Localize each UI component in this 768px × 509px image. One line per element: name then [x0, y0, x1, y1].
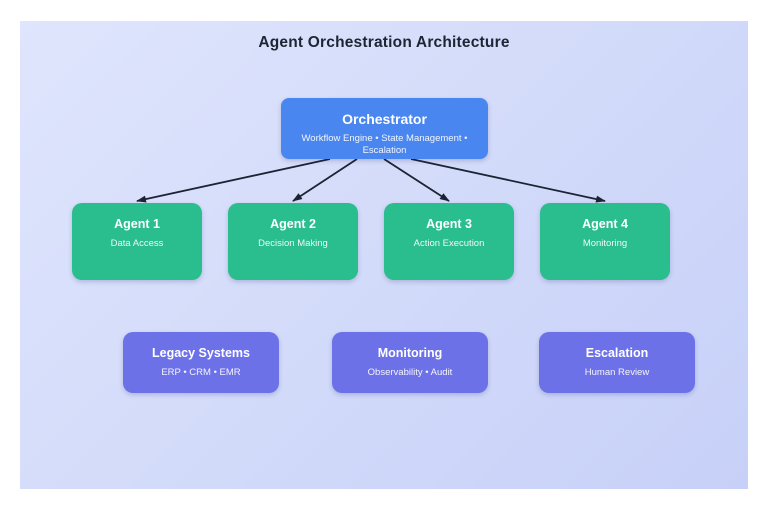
agent-3-subtitle: Action Execution: [413, 238, 485, 249]
agent-2-title: Agent 2: [270, 217, 316, 231]
system-node-monitoring: Monitoring Observability • Audit: [332, 332, 488, 393]
orchestrator-subtitle: Workflow Engine • State Management • Esc…: [301, 133, 468, 156]
agent-4-title: Agent 4: [582, 217, 628, 231]
monitoring-title: Monitoring: [377, 346, 443, 360]
agent-1-subtitle: Data Access: [110, 238, 164, 249]
orchestrator-node: Orchestrator Workflow Engine • State Man…: [281, 98, 488, 159]
agent-node-1: Agent 1 Data Access: [72, 203, 202, 280]
agent-4-subtitle: Monitoring: [582, 238, 628, 249]
agent-2-subtitle: Decision Making: [258, 238, 328, 249]
escalation-title: Escalation: [585, 346, 649, 360]
system-node-escalation: Escalation Human Review: [539, 332, 695, 393]
agent-node-3: Agent 3 Action Execution: [384, 203, 514, 280]
monitoring-subtitle: Observability • Audit: [367, 367, 453, 378]
legacy-subtitle: ERP • CRM • EMR: [161, 367, 241, 378]
legacy-title: Legacy Systems: [152, 346, 250, 360]
agent-1-title: Agent 1: [114, 217, 160, 231]
agent-node-2: Agent 2 Decision Making: [228, 203, 358, 280]
diagram-canvas: Agent Orchestration Architecture Orchest…: [20, 21, 748, 489]
orchestrator-title: Orchestrator: [342, 111, 427, 127]
agent-node-4: Agent 4 Monitoring: [540, 203, 670, 280]
system-node-legacy: Legacy Systems ERP • CRM • EMR: [123, 332, 279, 393]
escalation-subtitle: Human Review: [584, 367, 650, 378]
agent-3-title: Agent 3: [426, 217, 472, 231]
diagram-title: Agent Orchestration Architecture: [258, 34, 510, 51]
